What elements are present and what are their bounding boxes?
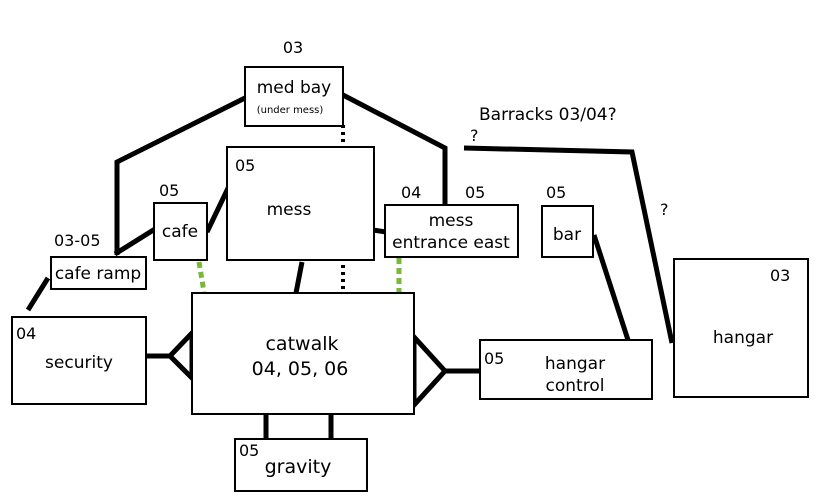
hangar-box [673, 258, 809, 398]
bar-box [541, 205, 594, 258]
mess-box [226, 146, 375, 261]
med-bay-box [244, 66, 344, 127]
room-bar: bar 05 [541, 183, 594, 258]
cafe-ramp-box [50, 256, 147, 290]
link-bar-hangarcontrol [591, 234, 631, 341]
catwalk-label-line2: 04, 05, 06 [252, 358, 349, 380]
room-cafe-ramp: cafe ramp 03-05 [50, 231, 147, 290]
security-box [11, 316, 147, 405]
security-label: security [45, 353, 113, 373]
hangar-control-label-line2: control [546, 376, 605, 396]
cafe-ramp-label: cafe ramp [55, 264, 141, 284]
room-mess: mess 05 [226, 146, 375, 261]
catwalk-label-line1: catwalk [265, 333, 338, 355]
mess-label: mess [267, 200, 312, 220]
mess-entrance-east-label-line2: entrance east [392, 233, 510, 253]
link-catwalk-hangarcontrol [411, 330, 480, 412]
link-caferamp-cafe [113, 226, 157, 257]
link-medbay-messentrance [341, 92, 448, 205]
med-bay-sublabel: (under mess) [257, 105, 324, 116]
room-mess-entrance-east: mess entrance east 04 05 [384, 183, 519, 258]
link-cafe-catwalk-green [196, 261, 207, 293]
link-mess-catwalk [293, 261, 305, 294]
gravity-box [234, 438, 368, 492]
question-mark-2: ? [660, 200, 669, 219]
mess-entrance-east-deck-right: 05 [465, 183, 485, 202]
question-mark-1: ? [470, 126, 479, 145]
room-gravity: gravity 05 [234, 438, 368, 492]
room-med-bay: med bay (under mess) 03 [244, 38, 344, 127]
mess-entrance-east-deck-left: 04 [401, 183, 421, 202]
room-security: security 04 [11, 316, 147, 405]
barracks-annotation: Barracks 03/04? [479, 105, 617, 125]
link-security-catwalk [146, 326, 195, 385]
gravity-label: gravity [265, 456, 332, 478]
security-deck: 04 [16, 324, 36, 343]
link-caferamp-security [25, 276, 51, 312]
gravity-deck: 05 [239, 441, 259, 460]
room-hangar-control: hangar control 05 [479, 339, 653, 400]
hangar-control-label-line1: hangar [545, 354, 605, 374]
cafe-label: cafe [162, 222, 198, 242]
link-barracks-hangar [463, 145, 675, 344]
room-hangar: hangar 03 [673, 258, 809, 398]
room-cafe: cafe 05 [153, 181, 208, 261]
hangar-deck: 03 [770, 266, 790, 285]
hangar-label: hangar [713, 328, 773, 348]
catwalk-box [191, 292, 415, 415]
mess-entrance-east-box [384, 204, 519, 258]
mess-entrance-east-label-line1: mess [429, 211, 474, 231]
link-mess-messentrance [372, 227, 387, 235]
med-bay-deck: 03 [283, 38, 303, 57]
cafe-box [153, 202, 208, 261]
link-medbay-caferamp [114, 94, 249, 255]
bar-label: bar [553, 225, 581, 245]
cafe-deck: 05 [159, 181, 179, 200]
hangar-control-deck: 05 [484, 349, 504, 368]
room-catwalk: catwalk 04, 05, 06 [191, 292, 415, 415]
mess-deck: 05 [235, 156, 255, 175]
hangar-control-box [479, 339, 653, 400]
med-bay-label: med bay [257, 78, 331, 98]
cafe-ramp-deck: 03-05 [54, 231, 101, 250]
bar-deck: 05 [546, 183, 566, 202]
